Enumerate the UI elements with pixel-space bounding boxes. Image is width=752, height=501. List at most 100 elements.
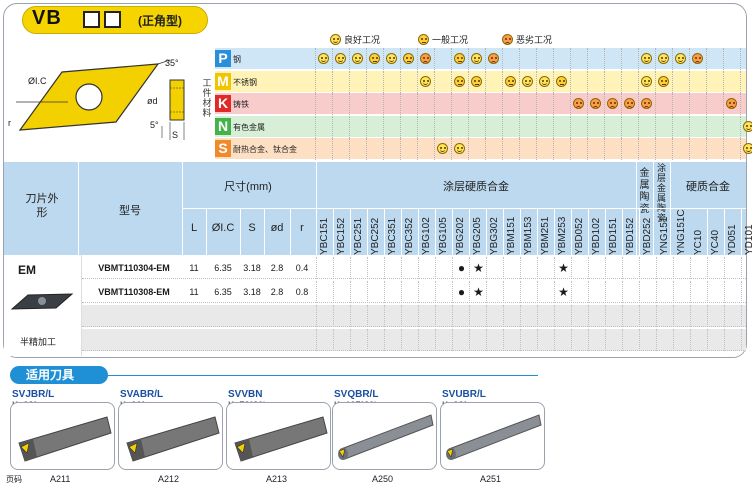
material-grade-cell bbox=[553, 48, 570, 70]
bad-face-icon bbox=[502, 34, 513, 45]
model-cell: VBMT110304-EM bbox=[98, 263, 170, 273]
material-grade-cell bbox=[383, 70, 400, 93]
good-face-icon bbox=[658, 53, 669, 64]
material-grade-cell bbox=[672, 138, 689, 161]
grade-header: YBG202 bbox=[455, 217, 466, 255]
grade-cell bbox=[350, 329, 367, 351]
bad-face-icon bbox=[607, 98, 618, 110]
tool-holder-card[interactable] bbox=[332, 402, 437, 470]
material-grade-cell bbox=[570, 70, 587, 93]
material-name: 铸铁 bbox=[233, 100, 249, 110]
material-grade-cell bbox=[621, 115, 638, 138]
material-grade-cell bbox=[417, 70, 434, 93]
material-grade-cell bbox=[434, 138, 451, 161]
holder-page: A251 bbox=[480, 474, 502, 484]
tool-holder-card[interactable] bbox=[440, 402, 545, 470]
grid-line bbox=[384, 208, 385, 256]
good-face-icon bbox=[420, 75, 431, 87]
material-grade-cell bbox=[451, 138, 468, 161]
grade-cell bbox=[452, 329, 469, 351]
tool-holder-card[interactable] bbox=[226, 402, 331, 470]
material-grade-cell bbox=[553, 70, 570, 93]
material-grade-cell bbox=[349, 138, 366, 161]
grade-header: YBG105 bbox=[438, 217, 449, 255]
good-face-icon bbox=[539, 75, 550, 87]
grade-header: YBC152 bbox=[336, 217, 347, 255]
material-grade-cell bbox=[332, 70, 349, 93]
grade-cell bbox=[605, 305, 622, 327]
good-face-icon bbox=[454, 143, 465, 155]
material-grade-cell bbox=[502, 48, 519, 70]
model-cell: VBMT110308-EM bbox=[98, 287, 170, 297]
material-grade-cell bbox=[485, 93, 502, 116]
mid-face-icon bbox=[454, 75, 465, 87]
dim-cell: 6.35 bbox=[214, 287, 232, 297]
tool-holder-icon bbox=[18, 416, 112, 462]
grid-line bbox=[741, 208, 742, 256]
material-row-m: M 不锈钢 bbox=[215, 70, 746, 93]
grade-header: YBC351 bbox=[387, 217, 398, 255]
grade-header: YBC352 bbox=[404, 217, 415, 255]
dim-header-0: L bbox=[190, 222, 198, 234]
grade-cell bbox=[486, 329, 503, 351]
material-grade-cell bbox=[485, 70, 502, 93]
material-grade-cell bbox=[587, 48, 604, 70]
diagram-d-label: ød bbox=[147, 96, 158, 106]
grade-cell bbox=[724, 257, 741, 279]
bad-face-icon bbox=[641, 98, 652, 110]
bad-face-icon bbox=[420, 53, 431, 64]
grade-cell bbox=[707, 281, 724, 303]
material-grade-cell bbox=[655, 70, 672, 93]
material-row-p: P 钢 bbox=[215, 48, 746, 70]
material-grade-cell bbox=[349, 115, 366, 138]
material-grade-cell bbox=[451, 115, 468, 138]
dim-header-3: ød bbox=[270, 222, 284, 234]
legend-bad: 恶劣工况 bbox=[502, 33, 552, 46]
tool-holder-card[interactable] bbox=[118, 402, 223, 470]
material-grade-cell bbox=[570, 115, 587, 138]
grid-line bbox=[537, 208, 538, 256]
material-grade-cell bbox=[536, 138, 553, 161]
grade-cell bbox=[724, 281, 741, 303]
material-letter: K bbox=[215, 95, 231, 113]
grade-cell bbox=[656, 329, 673, 351]
material-grade-cell bbox=[332, 115, 349, 138]
grade-cell bbox=[401, 281, 418, 303]
material-grade-cell bbox=[366, 70, 383, 93]
holder-page: A250 bbox=[372, 474, 394, 484]
grade-cell bbox=[741, 257, 752, 279]
material-grade-cell bbox=[451, 70, 468, 93]
material-letter: S bbox=[215, 140, 231, 158]
material-grade-cell bbox=[536, 115, 553, 138]
material-grade-cell bbox=[349, 93, 366, 116]
material-grade-cell bbox=[689, 138, 706, 161]
material-grade-cell bbox=[570, 48, 587, 70]
grade-cell bbox=[707, 257, 724, 279]
grid-line bbox=[571, 208, 572, 256]
material-grade-cell bbox=[417, 115, 434, 138]
grade-cell bbox=[537, 257, 554, 279]
dim-header-1: ØI.C bbox=[211, 222, 235, 234]
grade-cell bbox=[486, 257, 503, 279]
good-face-icon bbox=[318, 53, 329, 64]
tool-holder-card[interactable] bbox=[10, 402, 115, 470]
grade-header: YC10 bbox=[693, 229, 704, 255]
material-grade-cell bbox=[655, 138, 672, 161]
grade-cell bbox=[724, 329, 741, 351]
grid-line bbox=[554, 208, 555, 256]
grade-cell bbox=[333, 281, 350, 303]
insert-spec-panel bbox=[3, 3, 747, 358]
grid-line bbox=[290, 208, 291, 356]
grade-header: YBM251 bbox=[540, 216, 551, 255]
grade-header: YBC251 bbox=[353, 217, 364, 255]
grade-cell bbox=[333, 329, 350, 351]
good-face-icon bbox=[641, 53, 652, 64]
dim-cell: 0.4 bbox=[295, 263, 309, 273]
grade-cell: ★ bbox=[554, 281, 571, 303]
grade-cell bbox=[435, 305, 452, 327]
material-grade-cell bbox=[723, 115, 740, 138]
material-name: 耐热合金、钛合金 bbox=[233, 145, 297, 155]
grade-cell bbox=[418, 257, 435, 279]
grid-line bbox=[206, 208, 207, 356]
material-grade-cell bbox=[740, 115, 752, 138]
